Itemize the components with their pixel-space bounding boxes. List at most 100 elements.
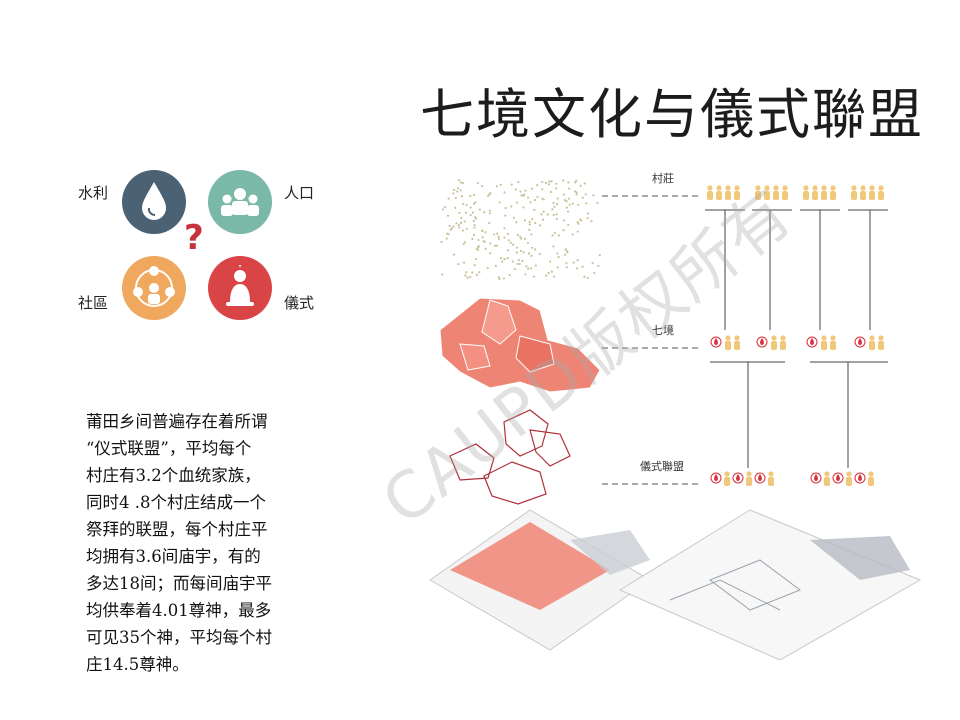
flame-shape [858, 338, 862, 345]
water-icon [122, 170, 186, 234]
village-dot [557, 234, 560, 237]
village-dot [551, 208, 554, 211]
village-dot [454, 206, 457, 210]
village-dot [499, 183, 502, 186]
village-dot [529, 201, 532, 204]
village-dot [503, 236, 506, 239]
community-label: 社區 [78, 294, 109, 312]
village-dot [508, 273, 511, 277]
village-dot [575, 191, 578, 194]
village-dot [512, 216, 516, 219]
village-dot [460, 195, 463, 198]
village-dot [465, 203, 468, 207]
village-dot [489, 252, 492, 255]
village-dot [463, 220, 466, 223]
person-icon [869, 185, 875, 200]
village-dot [562, 179, 565, 182]
village-dot [504, 206, 507, 210]
village-dot [456, 190, 459, 193]
village-dot [497, 237, 500, 241]
village-dot [527, 252, 531, 255]
person-icon [869, 335, 875, 350]
alliance-layer-label: 儀式聯盟 [640, 460, 684, 473]
village-dot [452, 192, 455, 195]
flame-shape [736, 474, 740, 481]
person-icon [768, 471, 774, 486]
village-dot [585, 202, 588, 205]
village-dot [441, 208, 445, 211]
person-icon [725, 335, 731, 350]
village-dot [583, 275, 586, 278]
village-dot [530, 187, 534, 190]
person-icon [812, 185, 818, 200]
village-dot [512, 243, 515, 246]
village-dot [458, 211, 461, 215]
village-dot [457, 224, 460, 227]
village-dot [514, 188, 517, 191]
flame-shape [758, 474, 762, 481]
village-dot [552, 275, 556, 278]
question-mark-icon: ? [184, 218, 204, 258]
village-dot [577, 222, 580, 225]
village-dot [519, 235, 522, 238]
village-dot [462, 202, 465, 205]
person-icon [868, 471, 874, 486]
village-dot [542, 210, 545, 213]
village-dot [571, 202, 574, 205]
village-dot [534, 248, 537, 251]
village-dot [567, 181, 570, 184]
village-dot [565, 262, 568, 265]
person-icon [734, 335, 740, 350]
village-dot [456, 187, 460, 190]
village-dot [477, 245, 480, 249]
person-icon [724, 471, 730, 486]
village-dot [475, 273, 479, 276]
village-dot [521, 259, 524, 263]
village-dot [531, 218, 534, 221]
village-dot [473, 223, 476, 227]
village-dot [471, 211, 475, 214]
village-dot [497, 235, 500, 238]
village-dot [515, 246, 519, 249]
person-icon [851, 185, 857, 200]
village-dot [564, 248, 567, 251]
person-icon [821, 185, 827, 200]
village-dot [586, 212, 590, 215]
village-dot [475, 257, 478, 261]
village-dot [509, 241, 512, 244]
village-dot [498, 201, 501, 204]
village-dot [524, 189, 527, 192]
village-dot [563, 219, 566, 222]
person-icon [830, 185, 836, 200]
village-dot [591, 261, 594, 265]
village-dot [453, 253, 456, 256]
village-dot [503, 191, 506, 194]
person-icon [824, 471, 830, 486]
hierarchy-lines [705, 209, 888, 468]
village-dot [503, 227, 506, 230]
village-dot [549, 260, 552, 263]
village-dot [546, 213, 549, 216]
population-icon [208, 170, 272, 234]
village-dot [469, 206, 472, 209]
village-dot [440, 240, 443, 244]
village-dot [584, 193, 587, 196]
village-dot [495, 232, 499, 235]
village-dot [457, 178, 461, 182]
village-dot [523, 219, 527, 222]
person-icon [878, 335, 884, 350]
village-dot [445, 237, 448, 240]
person-icon [878, 185, 884, 200]
village-dot [577, 203, 580, 206]
village-dot [488, 212, 492, 215]
village-dot [483, 210, 486, 214]
village-dot [581, 196, 584, 199]
flame-shape [714, 338, 718, 345]
village-dot [556, 252, 559, 255]
village-dot [528, 220, 531, 223]
village-dot [493, 244, 497, 247]
village-dot [462, 261, 466, 264]
village-dot [530, 254, 533, 257]
page-title: 七境文化与儀式聯盟 [420, 83, 924, 146]
village-dot [534, 221, 537, 225]
